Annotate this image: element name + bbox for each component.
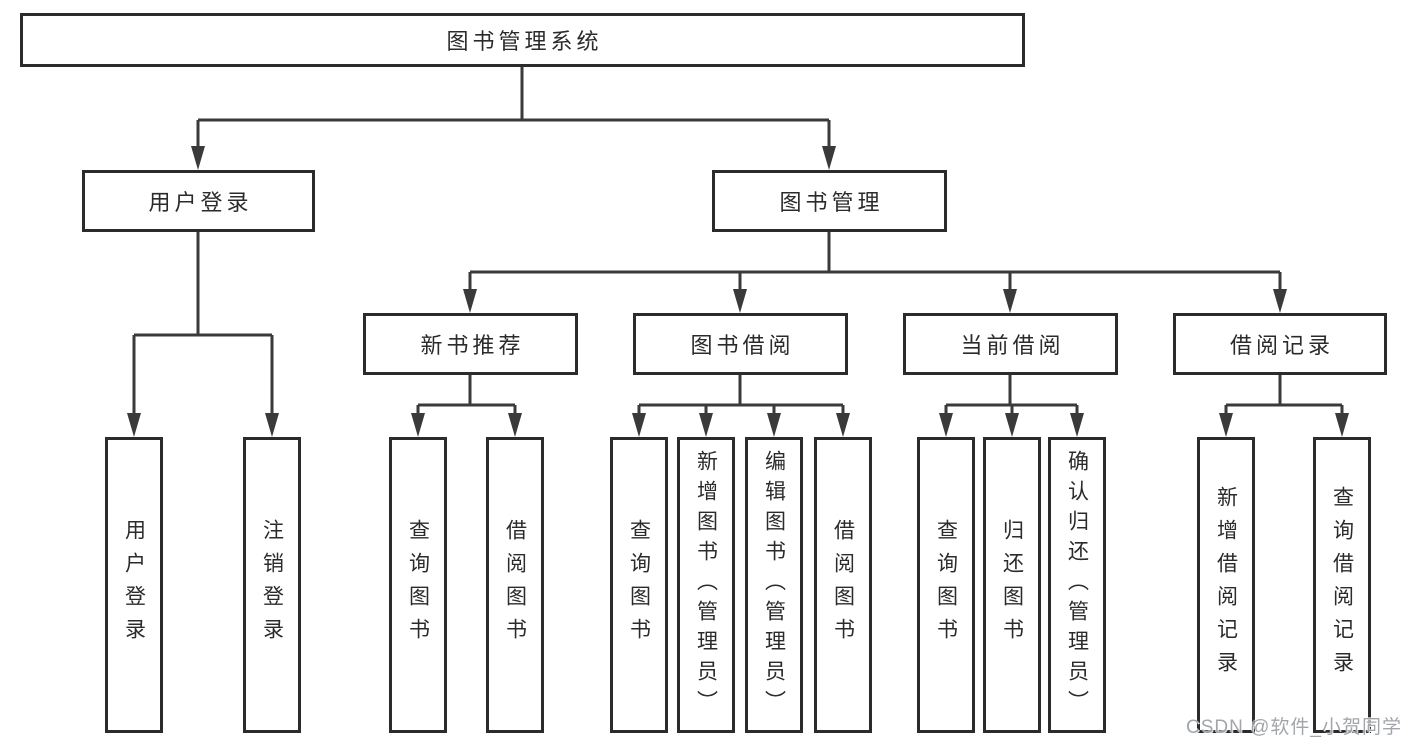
arrow-down-icon [1070,413,1084,437]
watermark: CSDN @软件_小贺同学 [1186,717,1402,738]
node-label: 编辑图书（管理员） [762,450,786,720]
node-label: 新增图书（管理员） [694,450,718,720]
arrow-down-icon [191,146,205,170]
node-leaf-query-book-2: 查询图书 [610,437,668,733]
node-current-borrow: 当前借阅 [903,313,1118,375]
node-leaf-logout: 注销登录 [243,437,301,733]
node-user-login: 用户登录 [82,170,315,232]
arrow-down-icon [699,413,713,437]
node-leaf-return-book: 归还图书 [983,437,1041,733]
connector-new-book-branch [411,375,522,437]
arrow-down-icon [836,413,850,437]
arrow-down-icon [733,289,747,313]
node-label: 借阅图书 [503,519,527,651]
arrow-down-icon [508,413,522,437]
arrow-down-icon [632,413,646,437]
arrow-down-icon [1005,413,1019,437]
node-label: 新增借阅记录 [1214,486,1238,684]
node-label: 用户登录 [122,519,146,651]
connector-borrow-record-branch [1219,375,1349,437]
connector-current-borrow-branch [939,375,1084,437]
arrow-down-icon [1273,289,1287,313]
node-leaf-user-login: 用户登录 [105,437,163,733]
node-label: 查询图书 [934,519,958,651]
node-borrow-record: 借阅记录 [1173,313,1387,375]
arrow-down-icon [1003,289,1017,313]
arrow-down-icon [767,413,781,437]
connector-root-branch [191,67,836,170]
node-label: 当前借阅 [960,333,1065,358]
node-leaf-add-book-admin: 新增图书（管理员） [677,437,735,733]
node-label: 借阅图书 [831,519,855,651]
connector-book-borrow-branch [632,375,850,437]
node-label: 新书推荐 [420,333,525,358]
node-leaf-borrow-book-2: 借阅图书 [814,437,872,733]
node-leaf-edit-book-admin: 编辑图书（管理员） [745,437,803,733]
node-label: 查询图书 [406,519,430,651]
node-label: 查询借阅记录 [1330,486,1354,684]
node-label: 归还图书 [1000,519,1024,651]
node-book-borrow: 图书借阅 [633,313,848,375]
node-label: 借阅记录 [1229,333,1334,358]
arrow-down-icon [411,413,425,437]
node-leaf-confirm-return-admin: 确认归还（管理员） [1048,437,1106,733]
arrow-down-icon [1335,413,1349,437]
arrow-down-icon [939,413,953,437]
connector-book-management-branch [463,232,1287,313]
node-leaf-add-borrow-record: 新增借阅记录 [1197,437,1255,733]
node-book-management: 图书管理 [712,170,947,232]
node-library-system: 图书管理系统 [20,13,1025,67]
arrow-down-icon [127,413,141,437]
node-label: 图书管理 [779,190,884,215]
connector-user-login-branch [127,232,279,437]
node-label: 用户登录 [148,190,253,215]
arrow-down-icon [463,289,477,313]
node-label: 注销登录 [260,519,284,651]
node-leaf-query-book-1: 查询图书 [389,437,447,733]
node-leaf-borrow-book-1: 借阅图书 [486,437,544,733]
node-label: 查询图书 [627,519,651,651]
node-leaf-query-book-3: 查询图书 [917,437,975,733]
arrow-down-icon [265,413,279,437]
node-label: 确认归还（管理员） [1065,450,1089,720]
node-leaf-query-borrow-record: 查询借阅记录 [1313,437,1371,733]
arrow-down-icon [1219,413,1233,437]
arrow-down-icon [822,146,836,170]
node-new-book-recommend: 新书推荐 [363,313,578,375]
node-label: 图书管理系统 [446,29,603,54]
node-label: 图书借阅 [690,333,795,358]
